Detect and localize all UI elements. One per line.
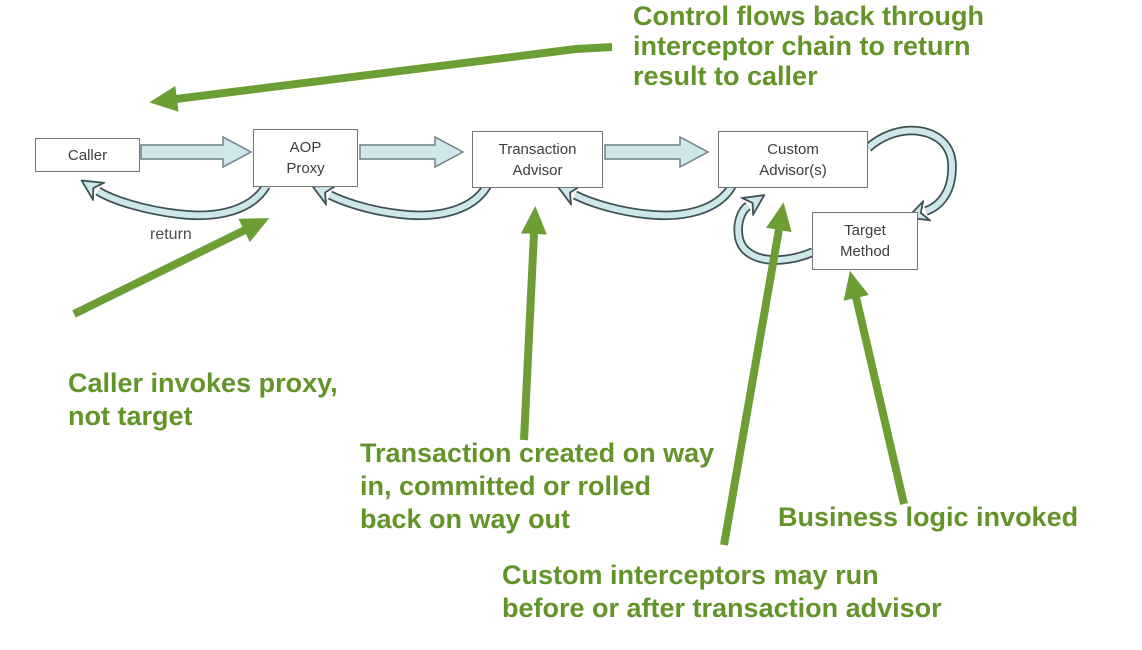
flow-arrow-proxy-to-transaction-advisor	[359, 135, 465, 169]
return-edge-label: return	[150, 226, 192, 243]
annotation-caller-invokes-line1: Caller invokes proxy,	[68, 368, 338, 398]
node-custom-advisors-label-line1: Custom	[767, 140, 819, 158]
node-aop-proxy-label-line2: Proxy	[286, 160, 325, 177]
annotation-business-logic-line1: Business logic invoked	[778, 502, 1079, 532]
node-target-method-label-line1: Target	[844, 222, 886, 239]
flow-arrow-caller-to-proxy	[140, 135, 253, 169]
node-aop-proxy-label-line1: AOP	[289, 139, 322, 156]
node-aop-proxy: AOP Proxy	[253, 129, 358, 187]
annotation-arrow-control-flow	[149, 43, 613, 112]
annotation-arrow-custom-interceptors	[720, 202, 792, 546]
annotation-custom-interceptors-line1: Custom interceptors may run	[502, 560, 879, 590]
loop-target-to-custom	[733, 206, 815, 265]
annotation-control-flow: Control flows back through interceptor c…	[633, 1, 984, 91]
annotation-arrow-transaction-created	[520, 206, 547, 441]
node-transaction-advisor: Transaction Advisor	[472, 131, 603, 188]
annotation-arrow-caller-invokes	[72, 218, 270, 318]
annotation-business-logic: Business logic invoked	[778, 501, 1078, 534]
annotation-caller-invokes: Caller invokes proxy, not target	[68, 367, 338, 433]
annotation-caller-invokes-line2: not target	[68, 401, 193, 431]
loop-custom-to-target	[864, 125, 957, 211]
annotation-transaction-created: Transaction created on way in, committed…	[360, 437, 714, 536]
flow-arrow-transaction-to-custom-advisor	[604, 135, 710, 169]
annotation-custom-interceptors-line2: before or after transaction advisor	[502, 593, 942, 623]
return-ribbon-transaction-to-proxy	[330, 183, 492, 221]
annotation-control-flow-line2: interceptor chain to return	[633, 31, 971, 61]
annotation-transaction-created-line3: back on way out	[360, 504, 571, 534]
node-caller-label: Caller	[67, 146, 108, 164]
node-custom-advisors: Custom Advisor(s)	[718, 131, 868, 188]
return-ribbon-custom-to-transaction	[575, 183, 737, 221]
node-transaction-advisor-label-line2: Advisor	[512, 161, 563, 179]
node-target-method-label-line2: Method	[839, 243, 891, 260]
node-custom-advisors-label-line2: Advisor(s)	[759, 161, 827, 179]
annotation-custom-interceptors: Custom interceptors may run before or af…	[502, 559, 942, 625]
annotation-arrow-business-logic	[843, 270, 908, 505]
node-target-method: Target Method	[812, 212, 918, 270]
annotation-transaction-created-line2: in, committed or rolled	[360, 471, 652, 501]
annotation-transaction-created-line1: Transaction created on way	[360, 438, 715, 468]
annotation-control-flow-line1: Control flows back through	[633, 1, 984, 31]
node-transaction-advisor-label-line1: Transaction	[498, 140, 577, 158]
node-caller: Caller	[35, 138, 140, 172]
annotation-control-flow-line3: result to caller	[633, 61, 818, 91]
return-ribbon-proxy-to-caller	[98, 186, 271, 221]
